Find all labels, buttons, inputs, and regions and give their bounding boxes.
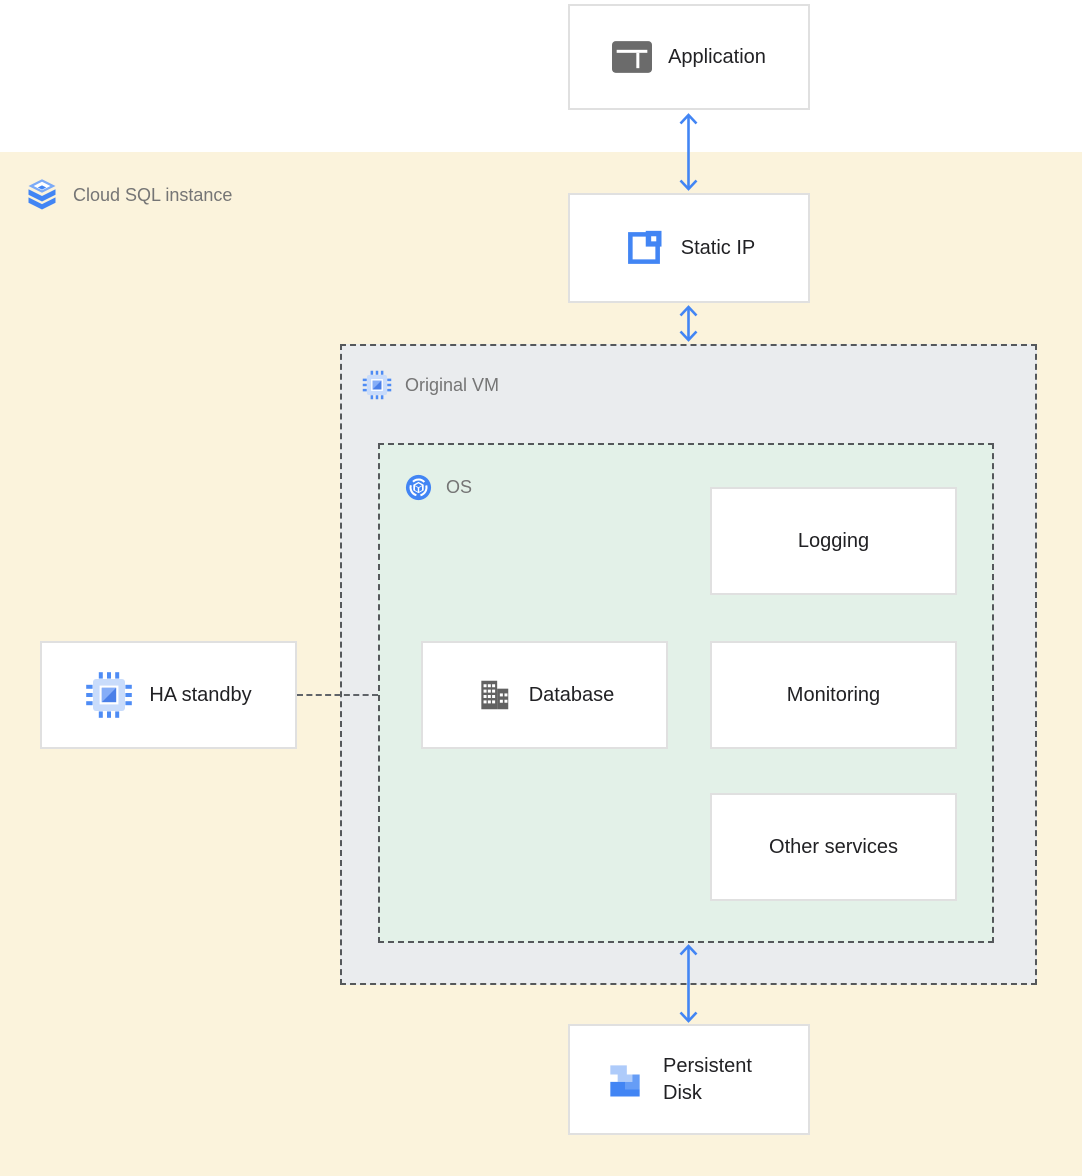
- node-persistent-disk: Persistent Disk: [568, 1024, 810, 1135]
- os-label: OS: [404, 473, 472, 502]
- os-icon: [404, 473, 433, 502]
- node-label: HA standby: [149, 683, 252, 706]
- cloud-sql-instance-label: Cloud SQL instance: [24, 177, 232, 213]
- compute-engine-icon: [85, 671, 133, 719]
- compute-engine-icon: [362, 370, 392, 400]
- bidirectional-arrow-application-staticip: [676, 112, 701, 192]
- node-label: Monitoring: [786, 683, 881, 706]
- vm-label-text: Original VM: [405, 374, 500, 395]
- database-icon: [475, 676, 513, 714]
- node-application: Application: [568, 4, 810, 110]
- node-ha-standby: HA standby: [40, 641, 297, 749]
- node-label: Persistent Disk: [663, 1054, 752, 1104]
- os-label-text: OS: [446, 477, 473, 497]
- node-static-ip: Static IP: [568, 193, 810, 303]
- node-other-services: Other services: [710, 793, 957, 901]
- node-label: Other services: [769, 835, 898, 858]
- bidirectional-arrow-os-disk: [676, 943, 701, 1024]
- region-label-text: Cloud SQL instance: [73, 184, 233, 205]
- node-label: Logging: [797, 529, 870, 552]
- application-window-icon: [612, 41, 653, 73]
- original-vm-label: Original VM: [362, 370, 499, 400]
- node-monitoring: Monitoring: [710, 641, 957, 749]
- dashed-line-hastandby-os: [297, 694, 378, 696]
- cloud-sql-icon: [24, 177, 60, 213]
- node-database: Database: [421, 641, 668, 749]
- node-label: Application: [668, 45, 766, 68]
- persistent-disk-icon: [603, 1058, 647, 1102]
- node-label: Static IP: [680, 236, 756, 259]
- node-logging: Logging: [710, 487, 957, 595]
- bidirectional-arrow-staticip-vm: [676, 304, 701, 343]
- node-label: Database: [528, 683, 615, 706]
- static-ip-icon: [623, 227, 665, 269]
